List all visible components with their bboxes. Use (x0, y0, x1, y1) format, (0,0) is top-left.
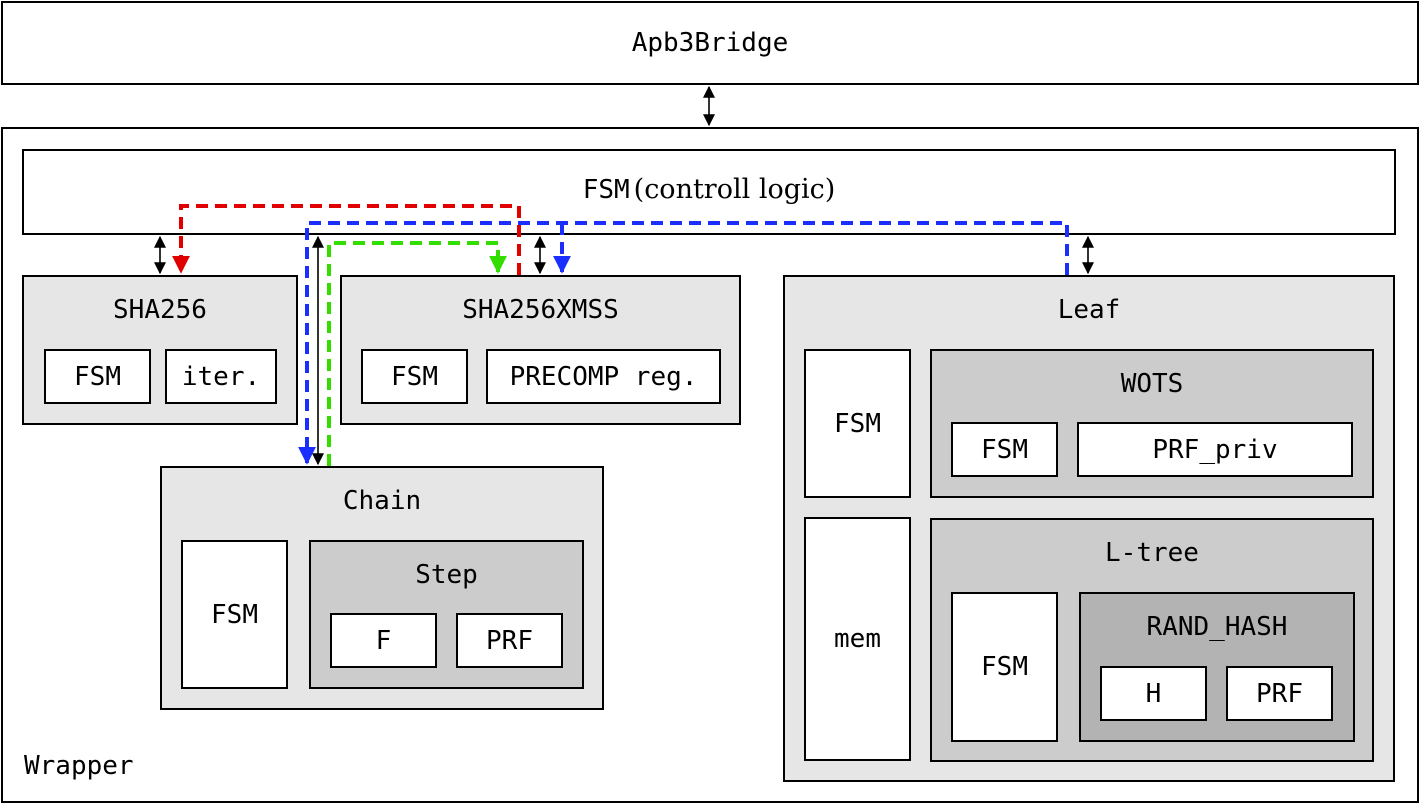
leaf-title: Leaf (1057, 295, 1121, 325)
leaf-mem-label: mem (834, 624, 881, 654)
step-title: Step (415, 560, 478, 590)
leaf-mem-block: mem (804, 517, 911, 761)
red-dashed-path (172, 204, 521, 275)
sha256-iter-block: iter. (165, 349, 277, 404)
sha256xmss-title: SHA256XMSS (462, 295, 619, 325)
sha256-fsm-label: FSM (74, 361, 121, 392)
rand-hash-title: RAND_HASH (1146, 612, 1288, 642)
sha256-title: SHA256 (113, 295, 207, 325)
leaf-fsm-block: FSM (804, 349, 911, 498)
step-prf-label: PRF (486, 625, 533, 656)
wrapper-label: Wrapper (24, 751, 134, 781)
wots-fsm-label: FSM (981, 434, 1028, 465)
step-prf-block: PRF (456, 613, 563, 668)
chain-fsm-label: FSM (211, 599, 258, 630)
control-fsm-serif: (controll logic) (633, 173, 836, 205)
green-dashed-path (327, 241, 507, 466)
control-fsm-mono: FSM (582, 174, 630, 205)
wots-fsm-block: FSM (951, 422, 1058, 477)
rand-hash-h-block: H (1100, 666, 1207, 721)
rand-hash-prf-label: PRF (1256, 678, 1303, 709)
prf-priv-label: PRF_priv (1152, 434, 1278, 465)
sha256-fsm-block: FSM (44, 349, 151, 404)
apb3bridge-label: Apb3Bridge (631, 28, 789, 58)
ltree-fsm-label: FSM (981, 652, 1028, 682)
prf-priv-block: PRF_priv (1077, 422, 1353, 477)
ltree-title: L-tree (1105, 538, 1199, 568)
apb3bridge-block: Apb3Bridge (1, 1, 1419, 85)
leaf-fsm-label: FSM (834, 408, 881, 439)
step-f-block: F (330, 613, 437, 668)
sha256xmss-fsm-block: FSM (361, 349, 468, 404)
sha256xmss-fsm-label: FSM (391, 361, 438, 392)
control-fsm-block: FSM (controll logic) (22, 149, 1396, 235)
ltree-fsm-block: FSM (951, 592, 1058, 742)
precomp-reg-label: PRECOMP reg. (509, 361, 698, 392)
wots-title: WOTS (1120, 369, 1184, 399)
chain-title: Chain (342, 486, 422, 516)
chain-fsm-block: FSM (181, 540, 288, 689)
rand-hash-h-label: H (1145, 678, 1162, 709)
blue-dashed-path-chain (298, 221, 1069, 465)
precomp-reg-block: PRECOMP reg. (486, 349, 721, 404)
step-f-label: F (375, 625, 392, 656)
rand-hash-prf-block: PRF (1226, 666, 1333, 721)
control-fsm-label: FSM (controll logic) (583, 174, 836, 205)
sha256-iter-label: iter. (181, 361, 261, 392)
